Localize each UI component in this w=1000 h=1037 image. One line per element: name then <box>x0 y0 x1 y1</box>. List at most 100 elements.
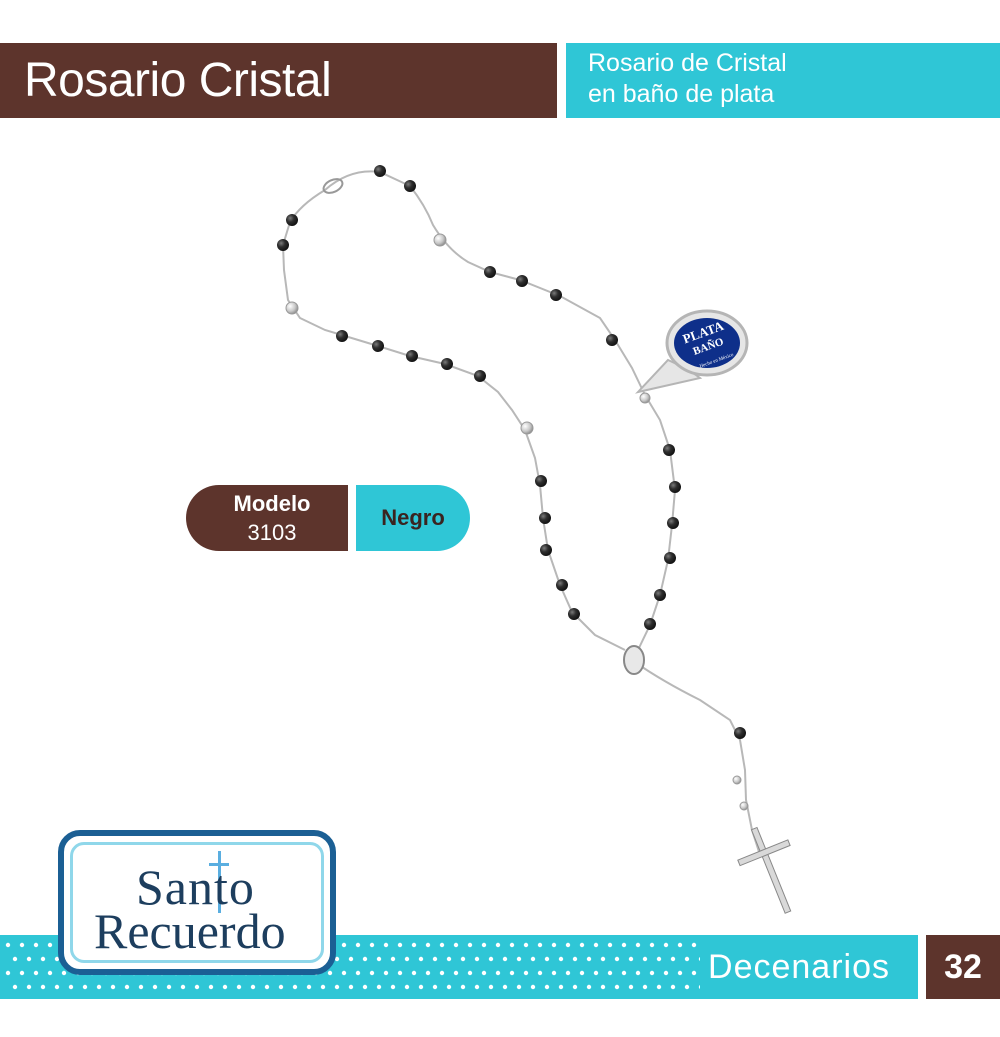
dot <box>614 956 620 962</box>
dot <box>278 984 284 990</box>
dot <box>579 942 585 948</box>
dot <box>579 970 585 976</box>
bead <box>516 275 528 287</box>
model-pill: Modelo 3103 <box>186 485 348 551</box>
dot <box>166 984 172 990</box>
rosary-chain <box>631 659 761 856</box>
dot <box>572 956 578 962</box>
dot <box>670 984 676 990</box>
dot <box>320 984 326 990</box>
bead <box>441 358 453 370</box>
center-medal <box>623 645 645 675</box>
dot <box>481 970 487 976</box>
dot <box>432 984 438 990</box>
dot <box>467 970 473 976</box>
dot <box>236 984 242 990</box>
dot <box>607 970 613 976</box>
rosary-clasp <box>322 178 344 194</box>
model-number: 3103 <box>247 520 297 545</box>
dot <box>614 984 620 990</box>
bead <box>669 481 681 493</box>
rosary-chain <box>281 189 626 651</box>
silver-bead <box>739 801 749 811</box>
logo-word-2: Recuerdo <box>94 903 286 959</box>
bead <box>372 340 384 352</box>
dot <box>474 956 480 962</box>
dot <box>5 942 11 948</box>
dot <box>390 984 396 990</box>
dot <box>544 984 550 990</box>
dot <box>600 984 606 990</box>
dot <box>537 970 543 976</box>
dot <box>593 942 599 948</box>
dot <box>586 984 592 990</box>
dot <box>138 984 144 990</box>
dot <box>502 984 508 990</box>
dot <box>306 984 312 990</box>
dot <box>369 942 375 948</box>
dot <box>61 970 67 976</box>
dot <box>663 942 669 948</box>
crucifix <box>737 826 792 914</box>
dot <box>341 970 347 976</box>
dot <box>628 984 634 990</box>
dot <box>635 942 641 948</box>
dot <box>453 970 459 976</box>
dot <box>33 970 39 976</box>
silver-bead <box>520 421 534 435</box>
dot <box>628 956 634 962</box>
dot <box>607 942 613 948</box>
dot <box>250 984 256 990</box>
bead <box>644 618 656 630</box>
dot <box>544 956 550 962</box>
plata-bano-tag: PLATA BAÑO Hecho en México <box>635 309 749 394</box>
dot <box>670 956 676 962</box>
dot <box>698 985 700 989</box>
dot <box>677 970 683 976</box>
page-number: 32 <box>926 935 1000 999</box>
dot <box>530 956 536 962</box>
dot <box>530 984 536 990</box>
dot <box>460 956 466 962</box>
dot <box>586 956 592 962</box>
model-label: Modelo <box>233 491 311 516</box>
dot <box>19 942 25 948</box>
dot <box>404 984 410 990</box>
dot <box>362 956 368 962</box>
dot <box>334 956 340 962</box>
dot <box>110 984 116 990</box>
title-bar: Rosario Cristal <box>0 43 557 118</box>
dot <box>54 984 60 990</box>
dot <box>40 956 46 962</box>
dot <box>348 956 354 962</box>
dot <box>677 942 683 948</box>
bead <box>535 475 547 487</box>
bead <box>664 552 676 564</box>
dot <box>33 942 39 948</box>
dot <box>12 956 18 962</box>
dot <box>390 956 396 962</box>
dot <box>96 984 102 990</box>
dot <box>362 984 368 990</box>
dot <box>516 956 522 962</box>
dot <box>439 942 445 948</box>
dot <box>474 984 480 990</box>
dot <box>635 970 641 976</box>
page-title: Rosario Cristal <box>24 54 332 107</box>
dot <box>341 942 347 948</box>
dot <box>663 970 669 976</box>
dot <box>334 984 340 990</box>
dot <box>537 942 543 948</box>
dot <box>194 984 200 990</box>
dot <box>502 956 508 962</box>
dot <box>656 956 662 962</box>
dot <box>383 970 389 976</box>
bead <box>568 608 580 620</box>
dot <box>558 984 564 990</box>
bead <box>539 512 551 524</box>
dot <box>649 942 655 948</box>
dot <box>523 970 529 976</box>
dot <box>355 970 361 976</box>
dot <box>488 956 494 962</box>
